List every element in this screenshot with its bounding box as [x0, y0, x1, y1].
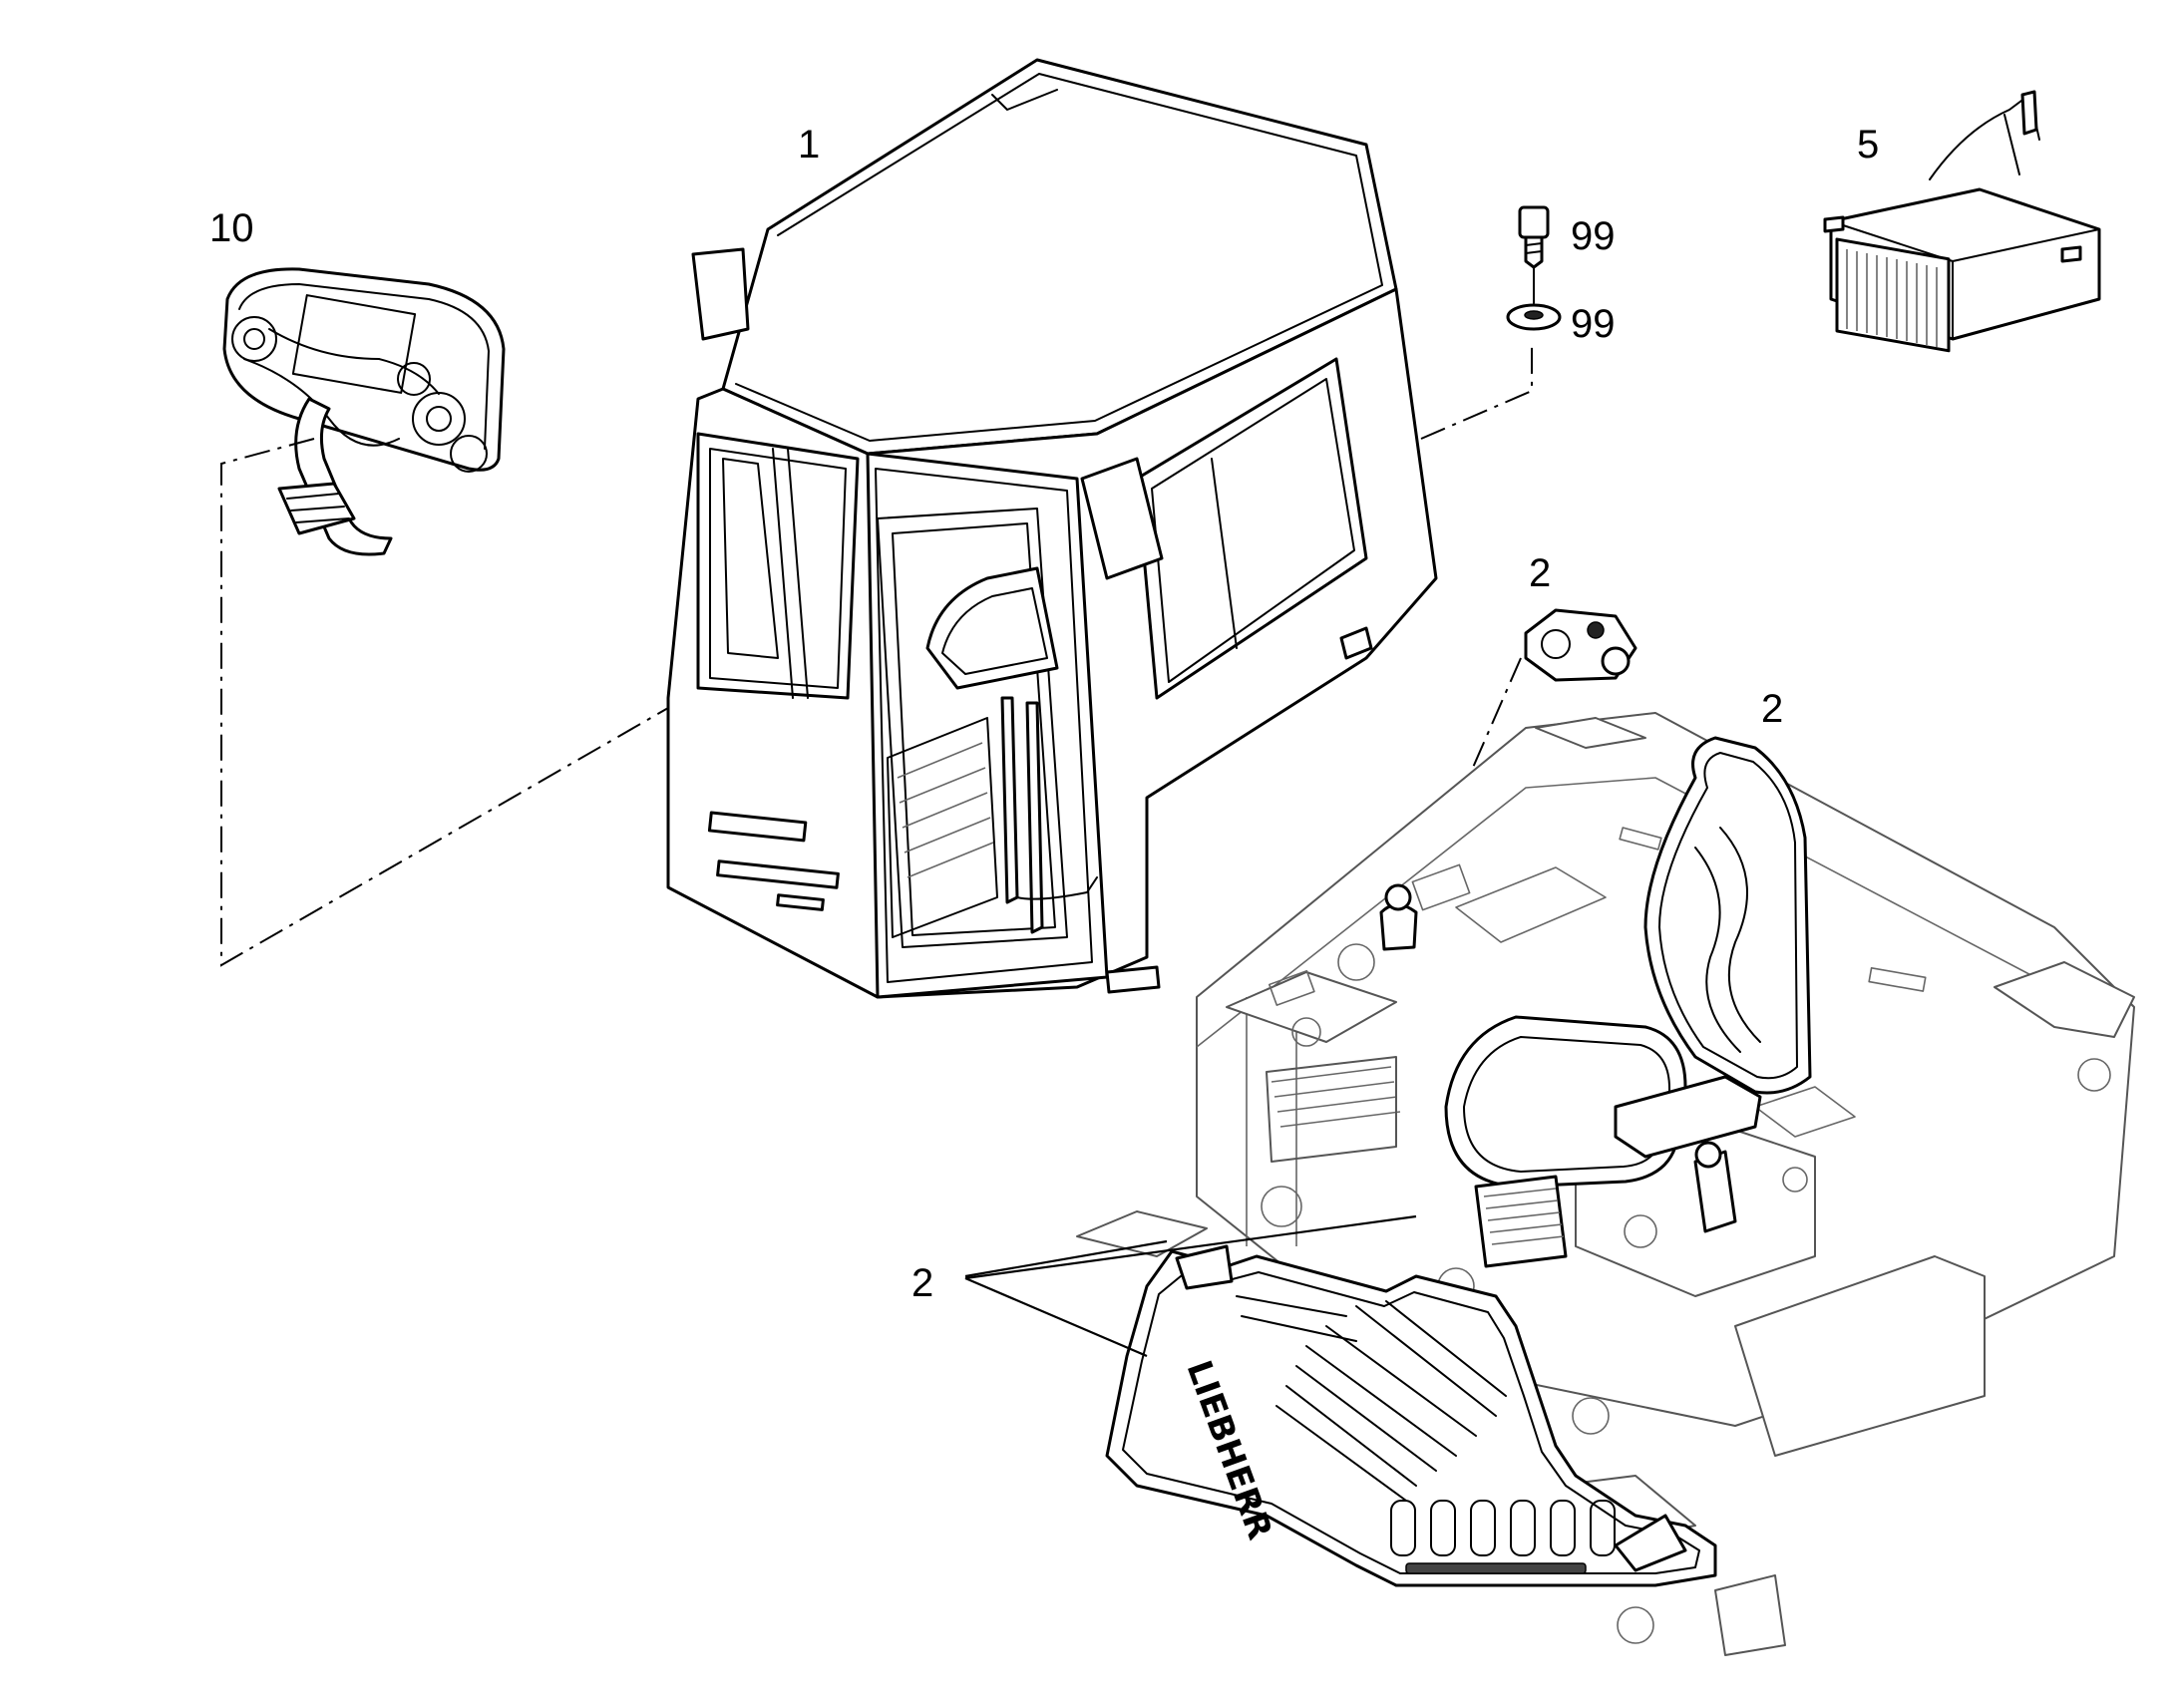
- callout-part-5: 5: [1857, 123, 1879, 167]
- callout-floor-2: 2: [911, 1261, 933, 1305]
- washer-part-99: [1506, 303, 1562, 331]
- callout-part-1: 1: [798, 123, 820, 167]
- battery-box-part-5: [1823, 90, 2101, 353]
- callout-part-10: 10: [209, 206, 254, 250]
- bolt-part-99: [1518, 205, 1550, 269]
- leader-line-floor-3: [964, 1214, 1417, 1280]
- callout-seat-2: 2: [1761, 687, 1783, 731]
- cab-part-1: [666, 58, 1438, 999]
- switch-part-2: [1524, 608, 1637, 682]
- leader-line-part-99: [1420, 344, 1533, 440]
- floor-mat-part-2: LIEBHERR: [1105, 1244, 1717, 1587]
- seat-part-2: [1444, 736, 1812, 1268]
- leader-line-floor-2: [964, 1276, 1148, 1358]
- callout-bolt-99: 99: [1571, 214, 1616, 258]
- leader-line-part-10: [220, 438, 669, 967]
- callout-washer-99: 99: [1571, 302, 1616, 346]
- callout-switch-2: 2: [1529, 551, 1551, 595]
- leader-line-floor-1: [964, 1239, 1168, 1278]
- instrument-panel-part-10: [222, 267, 506, 556]
